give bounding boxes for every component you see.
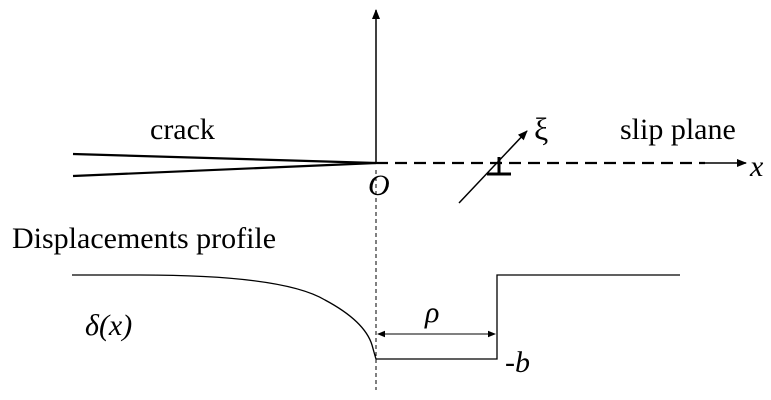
- dislocation-symbol: [487, 157, 511, 176]
- origin-label: O: [368, 169, 390, 202]
- crack-upper-face: [72, 152, 377, 165]
- crack-lower-face: [72, 161, 377, 178]
- profile-title: Displacements profile: [12, 222, 276, 255]
- xi-direction-arrow: [458, 130, 528, 204]
- xi-label: ξ: [534, 111, 548, 147]
- rho-label: ρ: [424, 296, 439, 329]
- crack-label: crack: [150, 113, 215, 146]
- minus-b-label: -b: [505, 346, 530, 379]
- delta-label: δ(x): [85, 309, 132, 342]
- x-axis-label: x: [749, 150, 764, 183]
- slip-plane-label: slip plane: [620, 113, 736, 146]
- displacement-curve: [72, 274, 680, 360]
